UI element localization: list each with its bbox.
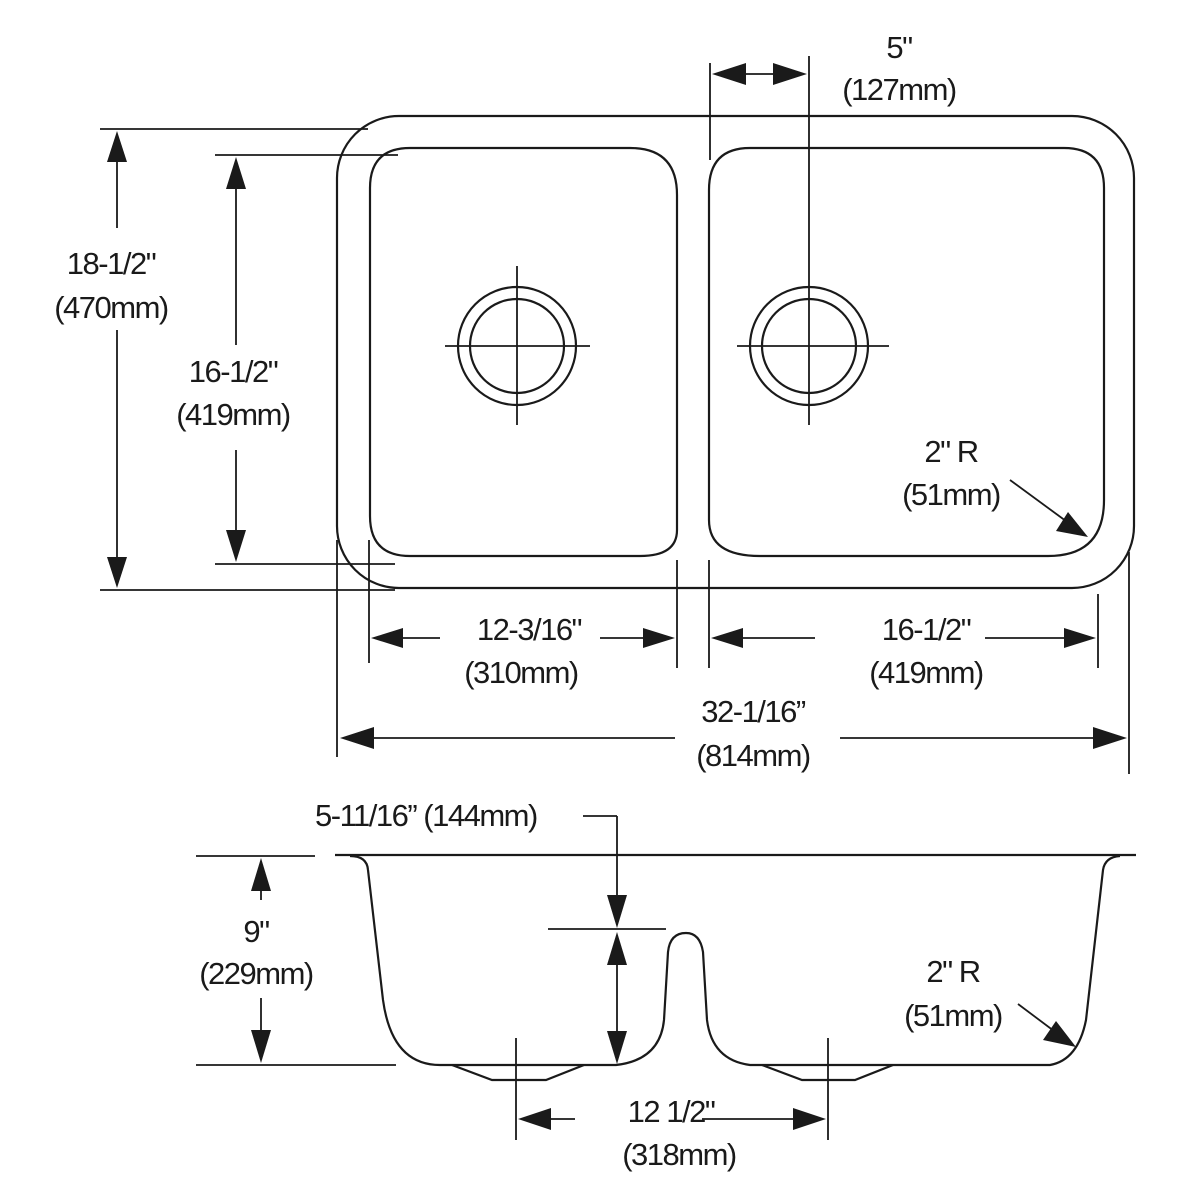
divider-offset-dimension: 5" (127mm) xyxy=(709,30,957,266)
right-drain-icon xyxy=(737,266,889,425)
left-bowl-width-dimension: 12-3/16" (310mm) xyxy=(371,612,675,690)
arrowhead-left-icon xyxy=(371,628,403,648)
right-bowl-width-dimension: 16-1/2" (419mm) xyxy=(711,612,1096,690)
corner-radius-callout-top: 2" R (51mm) xyxy=(902,434,1088,537)
left-drain-flange xyxy=(451,1063,585,1082)
corner-radius-callout-side: 2" R (51mm) xyxy=(904,954,1076,1047)
arrowhead-right-icon xyxy=(793,1108,826,1130)
arrowhead-left-icon xyxy=(340,727,374,749)
overall-depth-imperial: 18-1/2" xyxy=(67,246,156,281)
arrowhead-right-icon xyxy=(1093,727,1127,749)
left-bowl-width-metric: (310mm) xyxy=(464,655,578,690)
arrowhead-down-icon xyxy=(607,895,627,928)
divider-offset-imperial: 5" xyxy=(886,30,912,65)
right-bowl-width-metric: (419mm) xyxy=(869,655,983,690)
side-bowl-depth-metric: (229mm) xyxy=(199,956,313,991)
drain-spacing-dimension: 12 1/2" (318mm) xyxy=(518,1094,826,1172)
arrowhead-down-icon xyxy=(107,557,127,588)
drain-spacing-imperial: 12 1/2" xyxy=(628,1094,715,1129)
overall-width-metric: (814mm) xyxy=(696,738,810,773)
side-view: 9" (229mm) 5-11/16” (144mm) 2" R (51mm) xyxy=(196,798,1136,1172)
right-bowl-width-imperial: 16-1/2" xyxy=(882,612,971,647)
corner-radius-imperial: 2" R xyxy=(924,434,977,469)
arrowhead-left-icon xyxy=(711,628,743,648)
bowl-depth-metric: (419mm) xyxy=(176,397,290,432)
divider-height-label: 5-11/16” (144mm) xyxy=(315,798,537,833)
divider-offset-metric: (127mm) xyxy=(842,72,956,107)
arrowhead-down-icon xyxy=(607,1031,627,1064)
arrowhead-right-icon xyxy=(643,628,675,648)
side-corner-radius-imperial: 2" R xyxy=(926,954,979,989)
arrowhead-left-icon xyxy=(712,63,746,85)
bowl-depth-dimension: 16-1/2" (419mm) xyxy=(176,154,398,565)
top-view: 5" (127mm) 18-1/2" (470mm) 16-1/2" (419m… xyxy=(54,30,1136,774)
bowl-depth-imperial: 16-1/2" xyxy=(189,354,278,389)
side-bowl-depth-dimension: 9" (229mm) xyxy=(196,855,396,1066)
sink-profile-outline xyxy=(349,854,1121,1067)
overall-depth-metric: (470mm) xyxy=(54,290,168,325)
corner-radius-metric: (51mm) xyxy=(902,477,1000,512)
side-corner-radius-metric: (51mm) xyxy=(904,998,1002,1033)
left-drain-icon xyxy=(445,266,590,425)
overall-width-imperial: 32-1/16” xyxy=(701,694,806,729)
left-bowl-outline xyxy=(368,146,679,558)
arrowhead-right-icon xyxy=(1064,628,1096,648)
arrowhead-up-icon xyxy=(107,131,127,162)
right-bowl-outline xyxy=(707,146,1106,558)
side-bowl-depth-imperial: 9" xyxy=(243,914,269,949)
left-bowl-width-imperial: 12-3/16" xyxy=(477,612,582,647)
arrowhead-down-icon xyxy=(226,530,246,562)
arrowhead-up-icon xyxy=(607,932,627,965)
arrowhead-right-icon xyxy=(773,63,807,85)
drain-spacing-metric: (318mm) xyxy=(622,1137,736,1172)
arrowhead-diagonal-icon xyxy=(1056,512,1088,537)
overall-width-dimension: 32-1/16” (814mm) xyxy=(340,694,1127,773)
arrowhead-left-icon xyxy=(518,1108,551,1130)
sink-outer-rim xyxy=(335,114,1136,590)
divider-height-dimension: 5-11/16” (144mm) xyxy=(315,798,666,1064)
arrowhead-up-icon xyxy=(251,858,271,891)
overall-depth-dimension: 18-1/2" (470mm) xyxy=(54,128,395,591)
arrowhead-up-icon xyxy=(226,157,246,189)
arrowhead-diagonal-icon xyxy=(1043,1021,1076,1047)
arrowhead-down-icon xyxy=(251,1030,271,1063)
